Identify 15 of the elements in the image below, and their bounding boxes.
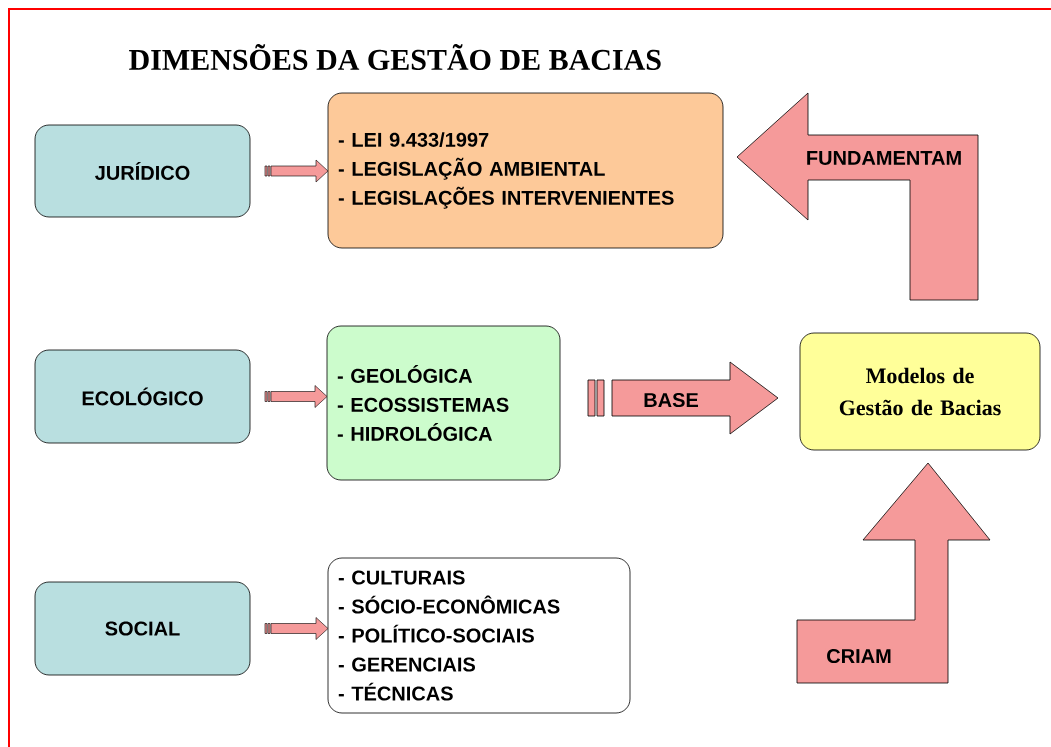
category-box: SOCIAL bbox=[34, 581, 251, 676]
block-arrow bbox=[264, 617, 329, 640]
list-box: - GEOLÓGICA - ECOSSISTEMAS - HIDROLÓGICA bbox=[326, 325, 561, 481]
title: DIMENSÕES DA GESTÃO DE BACIAS bbox=[129, 43, 661, 71]
list-box: - CULTURAIS - SÓCIO-ECONÔMICAS - POLÍTICO-SOCIAIS - GERENCIAIS - TÉCNICAS bbox=[327, 557, 631, 714]
block-arrow bbox=[587, 361, 779, 435]
category-box: ECOLÓGICO bbox=[34, 349, 251, 444]
list-box: - LEI 9.433/1997 - LEGISLAÇÃO AMBIENTAL - LEGISLAÇÕES INTERVENIENTES bbox=[327, 92, 724, 249]
block-arrow bbox=[264, 159, 329, 183]
result-box: Modelos de Gestão de Bacias bbox=[799, 332, 1041, 451]
block-arrow bbox=[264, 385, 328, 408]
edge-label: FUNDAMENTAM bbox=[804, 150, 964, 166]
category-box: JURÍDICO bbox=[34, 124, 251, 218]
block-arrow bbox=[796, 462, 991, 684]
block-arrow bbox=[736, 92, 979, 301]
